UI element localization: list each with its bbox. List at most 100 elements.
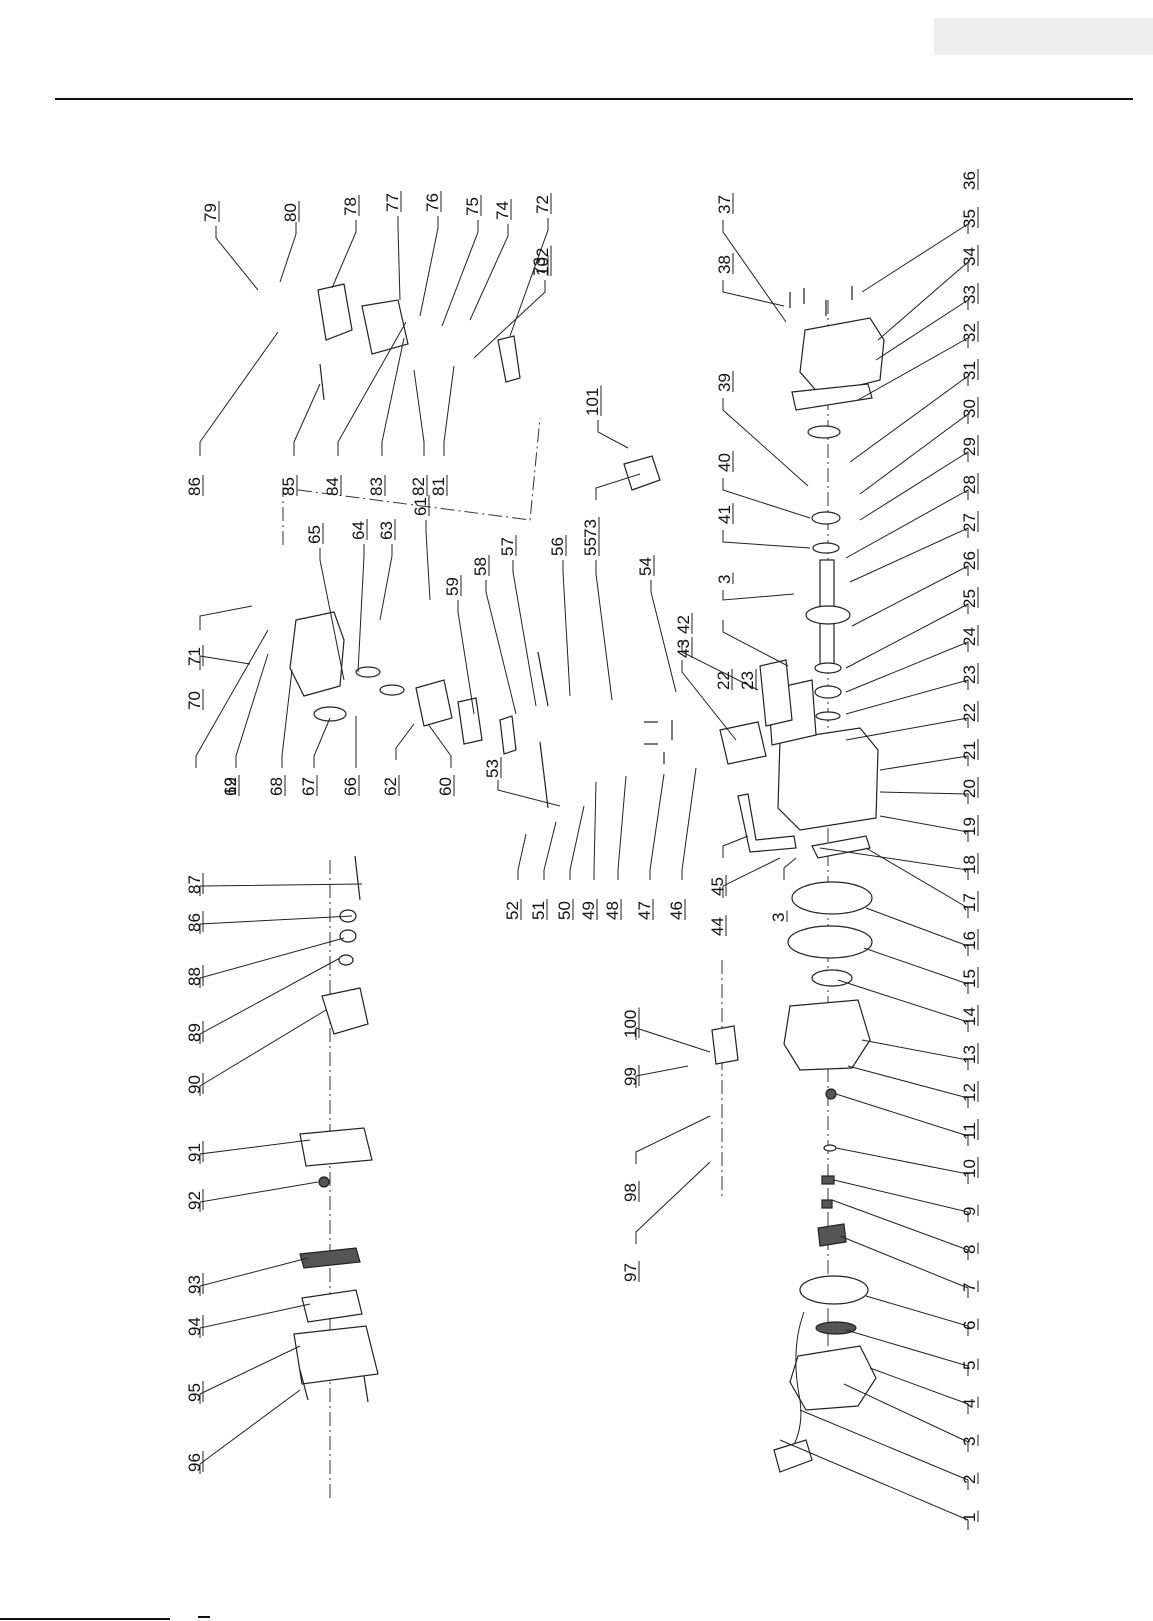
part-number-label: 15: [960, 969, 979, 988]
part-number-label: 78: [341, 197, 360, 216]
part-number-label: 85: [279, 477, 298, 496]
part-number-label: 27: [960, 513, 979, 532]
part-number-label: 79: [201, 203, 220, 222]
part-number-label: 82: [409, 477, 428, 496]
part-number-label: 94: [185, 1317, 204, 1336]
part-number-label: 37: [715, 195, 734, 214]
part-number-label: 71: [185, 647, 204, 666]
air-filter-base-shape: [299, 1127, 373, 1167]
shroud-42-shape: [759, 659, 793, 727]
o-ring-65-shape: [355, 666, 381, 678]
part-number-label: 2: [960, 1475, 979, 1484]
part-number-label: 14: [960, 1007, 979, 1026]
part-number-label: 23: [960, 665, 979, 684]
part-number-label: 30: [960, 399, 979, 418]
bearing-shape-2: [812, 542, 840, 554]
part-labels: 1234567891011121314151617181920212223242…: [185, 169, 979, 1522]
part-number-label: 77: [383, 193, 402, 212]
part-number-label: 59: [443, 577, 462, 596]
seal-shape-2: [815, 711, 841, 721]
part-number-label: 41: [715, 505, 734, 524]
gasket-shape: [791, 383, 873, 411]
part-number-label: 102: [533, 248, 552, 276]
part-number-label: 12: [221, 777, 240, 796]
part-number-label: 34: [960, 247, 979, 266]
starter-hub-shape: [817, 1223, 847, 1247]
part-number-label: 67: [299, 777, 318, 796]
part-number-label: 86: [185, 477, 204, 496]
part-number-label: 5: [960, 1361, 979, 1370]
switch-shape: [623, 455, 661, 491]
nut-shape: [825, 1088, 837, 1100]
part-number-label: 1: [960, 1513, 979, 1522]
gasket-17-shape: [811, 835, 871, 859]
part-number-label: 42: [674, 615, 693, 634]
spacer-87-shape: [339, 929, 357, 943]
part-number-label: 24: [960, 627, 979, 646]
part-number-label: 76: [423, 193, 442, 212]
part-number-label: 66: [341, 777, 360, 796]
part-number-label: 97: [621, 1263, 640, 1282]
part-number-label: 65: [305, 525, 324, 544]
part-number-label: 68: [267, 777, 286, 796]
part-number-label: 92: [185, 1191, 204, 1210]
fan-shape: [787, 925, 873, 959]
part-number-label: 99: [621, 1067, 640, 1086]
cover-gasket-shape: [361, 299, 409, 355]
part-number-label: 12: [960, 1083, 979, 1102]
part-number-label: 45: [708, 877, 727, 896]
part-number-label: 70: [185, 691, 204, 710]
part-number-label: 43: [674, 639, 693, 658]
part-number-label: 75: [463, 197, 482, 216]
footer-rule: [0, 1618, 170, 1620]
fan-cover-shape: [783, 999, 871, 1071]
crankcase-cover-shape: [799, 317, 885, 396]
ignition-coil-shape: [711, 1025, 739, 1065]
part-number-label: 49: [579, 901, 598, 920]
valve-cover-shape: [317, 283, 353, 341]
bolts: [299, 286, 853, 1403]
spring-shape: [815, 1321, 857, 1335]
part-number-label: 22: [714, 671, 733, 690]
gasket-86b-shape: [338, 954, 354, 966]
part-number-label: 86: [185, 913, 204, 932]
part-shapes: [289, 283, 885, 1473]
rocker-arm-shape: [497, 335, 521, 383]
intake-gasket-shape: [719, 721, 767, 765]
part-number-label: 100: [621, 1010, 640, 1038]
part-number-label: 98: [621, 1183, 640, 1202]
part-number-label: 95: [185, 1383, 204, 1402]
part-number-label: 17: [960, 893, 979, 912]
part-number-label: 18: [960, 855, 979, 874]
part-number-label: 69: [221, 777, 240, 796]
part-number-label: 58: [471, 557, 490, 576]
part-number-label: 81: [429, 477, 448, 496]
part-number-label: 52: [503, 901, 522, 920]
part-number-label: 47: [635, 901, 654, 920]
plate-shape: [811, 969, 853, 987]
part-number-label: 80: [281, 203, 300, 222]
starter-handle-shape: [773, 1439, 813, 1473]
filter-nut-shape: [318, 1176, 330, 1188]
spring-reel-shape: [799, 1275, 869, 1305]
part-number-label: 91: [185, 1143, 204, 1162]
part-number-label: 4: [960, 1399, 979, 1408]
part-number-label: 88: [185, 967, 204, 986]
part-number-label: 7: [960, 1283, 979, 1292]
part-number-label: 93: [185, 1275, 204, 1294]
part-number-label: 48: [603, 901, 622, 920]
oil-seal-shape: [807, 425, 841, 439]
part-number-label: 51: [529, 901, 548, 920]
flywheel-shape: [791, 881, 873, 915]
part-number-label: 61: [411, 497, 430, 516]
part-number-label: 19: [960, 817, 979, 836]
part-number-label: 55: [581, 537, 600, 556]
part-number-label: 63: [377, 521, 396, 540]
piston-shape: [415, 679, 453, 727]
part-number-label: 31: [960, 361, 979, 380]
rod-56-shape: [539, 741, 549, 809]
stud-85-shape: [354, 855, 361, 901]
part-number-label: 21: [960, 741, 979, 760]
part-number-label: 25: [960, 589, 979, 608]
part-number-label: 50: [555, 901, 574, 920]
